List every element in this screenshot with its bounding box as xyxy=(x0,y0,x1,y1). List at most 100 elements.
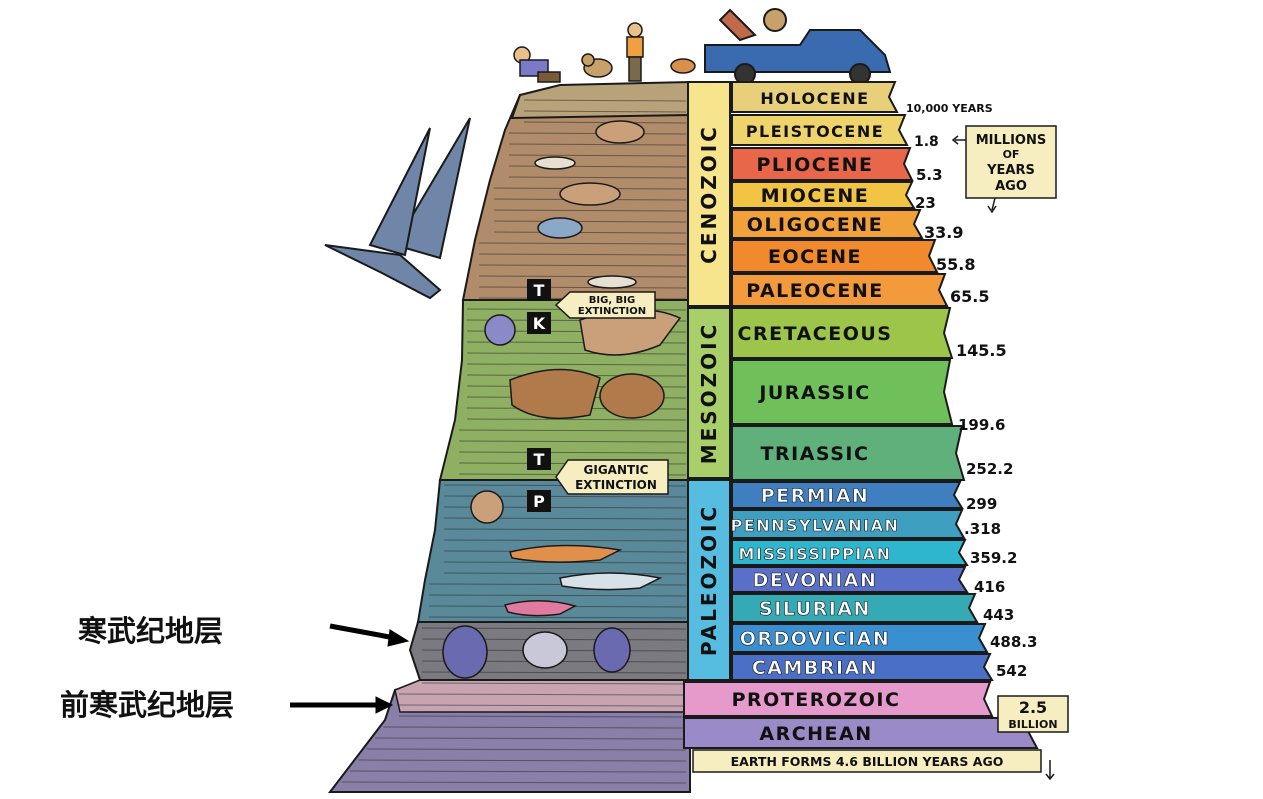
dog-icon xyxy=(581,53,613,78)
precambrian-layer-label: 前寒武纪地层 xyxy=(60,688,235,722)
brachiopod-fossil-icon xyxy=(522,631,568,669)
period-label: MIOCENE xyxy=(761,185,869,207)
billion-unit: BILLION xyxy=(1008,718,1057,731)
period-band-miocene: MIOCENE xyxy=(731,181,916,209)
strata-line xyxy=(523,110,687,113)
period-band-fill xyxy=(731,481,964,509)
time-label: 359.2 xyxy=(970,549,1017,567)
gigantic-extinction-line2: EXTINCTION xyxy=(575,478,657,492)
strata-line xyxy=(443,572,687,575)
strata-line xyxy=(493,220,687,223)
time-label: 488.3 xyxy=(990,633,1037,651)
period-band-fill xyxy=(731,81,899,113)
rock-column: T K T P BIG, BIG EXTINCTION GIGANTIC EXT… xyxy=(327,80,691,793)
period-label: HOLOCENE xyxy=(760,89,869,108)
strata-line xyxy=(478,286,687,289)
strata-line xyxy=(443,539,687,542)
period-band-fill xyxy=(731,425,966,481)
strata-line xyxy=(523,99,687,102)
strata-line xyxy=(398,715,687,718)
period-label: PLEISTOCENE xyxy=(746,122,884,141)
earth-forms-banner: EARTH FORMS 4.6 BILLION YEARS AGO xyxy=(692,749,1055,781)
truck-icon xyxy=(704,8,892,85)
period-band-permian: PERMIAN xyxy=(731,481,964,509)
period-band-proterozoic: PROTEROZOIC xyxy=(683,681,994,717)
period-label: OLIGOCENE xyxy=(747,214,883,236)
time-label: 252.2 xyxy=(966,460,1013,478)
period-band-jurassic: JURASSIC xyxy=(731,359,954,425)
strata-line xyxy=(493,209,687,212)
period-band-fill xyxy=(731,307,954,359)
fish-fossil-icon xyxy=(509,544,623,563)
trilobite-fossil-icon xyxy=(442,625,488,679)
millions-line2: OF xyxy=(1003,148,1020,161)
time-label: 299 xyxy=(966,495,997,513)
rabbit-icon xyxy=(670,58,696,74)
strata-line xyxy=(366,748,687,751)
fossil-skull-icon xyxy=(559,182,621,206)
ammonite-fossil-icon xyxy=(484,314,516,346)
period-label: MISSISSIPPIAN xyxy=(738,545,891,564)
leaf-fossil-icon xyxy=(599,373,665,419)
time-label: 5.3 xyxy=(916,166,943,184)
fish-fossil-icon xyxy=(559,572,663,591)
millions-line4: AGO xyxy=(995,179,1027,194)
period-band-fill xyxy=(683,717,1039,749)
period-label: SILURIAN xyxy=(759,598,871,620)
arrow-icon xyxy=(987,197,997,214)
cambrian-arrowhead-icon xyxy=(387,629,410,647)
strata-line xyxy=(383,726,687,729)
period-band-fill xyxy=(731,539,969,566)
boundary-tk-k: K xyxy=(527,312,551,334)
period-band-fill xyxy=(731,509,966,539)
strata-line xyxy=(508,143,687,146)
period-band-pliocene: PLIOCENE xyxy=(731,147,914,181)
period-label: EOCENE xyxy=(768,246,862,268)
fossil-bone-icon xyxy=(587,275,637,289)
strata-line xyxy=(493,231,687,234)
period-band-mississippian: MISSISSIPPIAN xyxy=(731,539,969,566)
arrow-icon xyxy=(1045,760,1055,781)
boundary-tk-t: T xyxy=(527,279,551,301)
period-band-fill xyxy=(731,359,954,425)
billion-value: 2.5 xyxy=(1019,698,1047,717)
period-label: ARCHEAN xyxy=(759,723,872,745)
strata-line xyxy=(398,693,687,696)
strata-line xyxy=(443,528,687,531)
crustacean-fossil-icon xyxy=(503,600,577,617)
period-band-fill xyxy=(731,239,939,273)
period-label: CRETACEOUS xyxy=(738,323,893,345)
big-extinction-line1: BIG, BIG xyxy=(589,295,635,306)
time-label: 416 xyxy=(974,578,1005,596)
precambrian-arrowhead-icon xyxy=(375,696,394,714)
fossil-decorations xyxy=(442,120,682,679)
period-band-fill xyxy=(731,147,914,181)
time-label: 55.8 xyxy=(936,255,975,274)
strata-line xyxy=(458,440,687,443)
period-label: PENNSYLVANIAN xyxy=(731,516,900,535)
period-label: PLIOCENE xyxy=(756,154,873,176)
strata-line xyxy=(478,253,687,256)
big-extinction-callout: BIG, BIG EXTINCTION xyxy=(554,291,656,319)
period-band-oligocene: OLIGOCENE xyxy=(731,209,924,239)
fossil-skull-icon xyxy=(537,217,583,239)
period-band-fill xyxy=(731,273,949,307)
period-band-ordovician: ORDOVICIAN xyxy=(731,623,989,653)
ammonite-fossil-icon xyxy=(470,490,504,524)
strata-line xyxy=(375,737,687,740)
strata-line xyxy=(458,451,687,454)
time-label: 145.5 xyxy=(956,341,1007,360)
period-band-fill xyxy=(731,114,909,146)
period-band-pleistocene: PLEISTOCENE xyxy=(731,114,909,146)
big-extinction-line2: EXTINCTION xyxy=(578,306,646,317)
standing-scientist-icon xyxy=(626,22,644,82)
gigantic-extinction-callout: GIGANTIC EXTINCTION xyxy=(555,459,669,495)
kneeling-scientist-icon xyxy=(513,46,561,83)
era-label: MESOZOIC xyxy=(697,322,721,465)
gigantic-extinction-line1: GIGANTIC xyxy=(584,463,649,477)
period-label: TRIASSIC xyxy=(761,443,870,465)
strata-line xyxy=(523,121,687,124)
arrow-icon xyxy=(951,135,966,145)
strata-line xyxy=(341,781,687,784)
